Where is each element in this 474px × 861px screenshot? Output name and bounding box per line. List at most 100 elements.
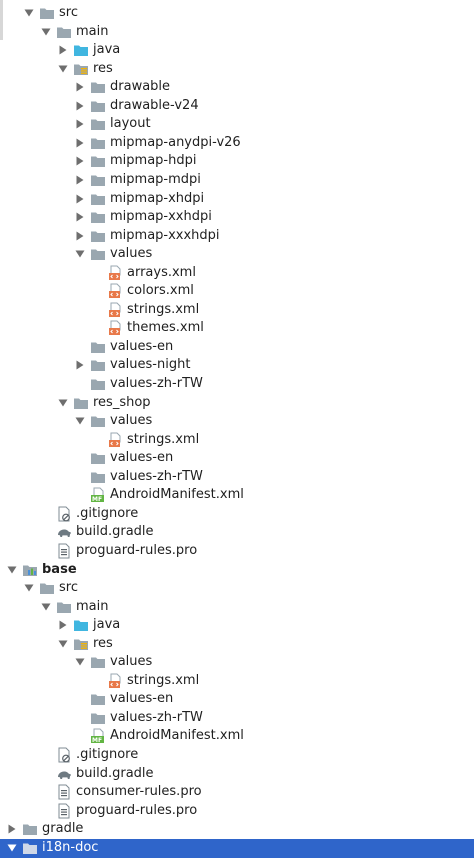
module-icon — [22, 562, 38, 578]
tree-row-gradle[interactable]: gradle — [0, 820, 474, 838]
tree-row-mipmap-anydpi-v26[interactable]: mipmap-anydpi-v26 — [0, 134, 474, 152]
tree-row-layout[interactable]: layout — [0, 115, 474, 133]
tree-row-values-night[interactable]: values-night — [0, 356, 474, 374]
tree-row-label: AndroidManifest.xml — [110, 487, 244, 503]
chevron-down-icon[interactable] — [74, 412, 86, 430]
chevron-right-icon[interactable] — [74, 115, 86, 133]
tree-row-label: values-zh-rTW — [110, 376, 203, 391]
chevron-down-icon[interactable] — [57, 635, 69, 653]
tree-row-colors-xml[interactable]: colors.xml — [0, 282, 474, 300]
chevron-right-icon[interactable] — [57, 616, 69, 634]
tree-row-drawable-v24[interactable]: drawable-v24 — [0, 97, 474, 115]
chevron-right-icon[interactable] — [74, 208, 86, 226]
chevron-down-icon[interactable] — [6, 839, 18, 857]
tree-row-gitignore[interactable]: .gitignore — [0, 746, 474, 764]
chevron-right-icon[interactable] — [57, 41, 69, 59]
chevron-right-icon[interactable] — [74, 97, 86, 115]
chevron-right-icon[interactable] — [74, 190, 86, 208]
tree-row-label: values-en — [110, 338, 174, 354]
chevron-down-icon[interactable] — [23, 579, 35, 597]
tree-row-src[interactable]: src — [0, 4, 474, 22]
folder-icon — [90, 469, 106, 485]
tree-row-consumer-rules-pro[interactable]: consumer-rules.pro — [0, 783, 474, 801]
tree-row-values-zh-rtw[interactable]: values-zh-rTW — [0, 468, 474, 486]
tree-row-java[interactable]: java — [0, 41, 474, 59]
tree-row-label: values-en — [110, 691, 174, 707]
chevron-down-icon[interactable] — [57, 60, 69, 78]
tree-row-mipmap-xxxhdpi[interactable]: mipmap-xxxhdpi — [0, 227, 474, 245]
tree-row-drawable[interactable]: drawable — [0, 78, 474, 96]
tree-row-mipmap-xxhdpi[interactable]: mipmap-xxhdpi — [0, 208, 474, 226]
tree-row-res[interactable]: res — [0, 635, 474, 653]
tree-row-values-en[interactable]: values-en — [0, 690, 474, 708]
tree-row-label: build.gradle — [76, 524, 154, 540]
tree-row-mipmap-xhdpi[interactable]: mipmap-xhdpi — [0, 190, 474, 208]
tree-row-label: src — [59, 5, 78, 20]
text-file-icon — [56, 803, 72, 819]
tree-row-mipmap-mdpi[interactable]: mipmap-mdpi — [0, 171, 474, 189]
chevron-down-icon[interactable] — [40, 23, 52, 41]
tree-row-label: res — [93, 635, 113, 651]
chevron-down-icon[interactable] — [40, 598, 52, 616]
chevron-down-icon[interactable] — [74, 245, 86, 263]
tree-row-label: res_shop — [93, 394, 151, 410]
tree-row-values[interactable]: values — [0, 653, 474, 671]
tree-row-label: values — [110, 246, 153, 262]
folder-icon — [90, 98, 106, 114]
tree-row-build-gradle[interactable]: build.gradle — [0, 765, 474, 783]
tree-row-build-gradle[interactable]: build.gradle — [0, 523, 474, 541]
tree-row-values-zh-rtw[interactable]: values-zh-rTW — [0, 375, 474, 393]
chevron-down-icon[interactable] — [23, 4, 35, 22]
gitignore-file-icon — [56, 506, 72, 522]
tree-row-i18n-doc[interactable]: i18n-doc — [0, 838, 474, 858]
chevron-down-icon[interactable] — [74, 653, 86, 671]
tree-row-main[interactable]: main — [0, 598, 474, 616]
tree-row-src[interactable]: src — [0, 579, 474, 597]
chevron-right-icon[interactable] — [74, 78, 86, 96]
tree-row-arrays-xml[interactable]: arrays.xml — [0, 264, 474, 282]
folder-res-icon — [73, 636, 89, 652]
text-file-icon — [56, 784, 72, 800]
folder-icon — [90, 691, 106, 707]
chevron-right-icon[interactable] — [74, 134, 86, 152]
tree-row-label: strings.xml — [127, 672, 200, 688]
tree-row-mipmap-hdpi[interactable]: mipmap-hdpi — [0, 152, 474, 170]
tree-row-java[interactable]: java — [0, 616, 474, 634]
tree-row-values[interactable]: values — [0, 412, 474, 430]
tree-row-values-zh-rtw[interactable]: values-zh-rTW — [0, 709, 474, 727]
tree-row-label: proguard-rules.pro — [76, 802, 198, 818]
folder-icon — [90, 413, 106, 429]
chevron-right-icon[interactable] — [74, 356, 86, 374]
tree-row-label: .gitignore — [76, 747, 139, 762]
chevron-right-icon[interactable] — [6, 820, 18, 838]
tree-row-res[interactable]: res — [0, 60, 474, 78]
tree-row-label: mipmap-xxhdpi — [110, 209, 212, 225]
tree-row-values[interactable]: values — [0, 245, 474, 263]
tree-row-proguard-rules-pro[interactable]: proguard-rules.pro — [0, 542, 474, 560]
tree-row-label: drawable-v24 — [110, 97, 199, 113]
tree-row-label: mipmap-anydpi-v26 — [110, 134, 241, 150]
tree-row-proguard-rules-pro[interactable]: proguard-rules.pro — [0, 802, 474, 820]
tree-row-strings-xml[interactable]: strings.xml — [0, 301, 474, 319]
tree-row-res-shop[interactable]: res_shop — [0, 394, 474, 412]
tree-row-values-en[interactable]: values-en — [0, 338, 474, 356]
xml-file-icon — [107, 432, 123, 448]
tree-row-gitignore[interactable]: .gitignore — [0, 505, 474, 523]
tree-row-main[interactable]: main — [0, 23, 474, 41]
chevron-right-icon[interactable] — [74, 152, 86, 170]
chevron-right-icon[interactable] — [74, 227, 86, 245]
tree-row-strings-xml[interactable]: strings.xml — [0, 672, 474, 690]
tree-row-strings-xml[interactable]: strings.xml — [0, 431, 474, 449]
tree-row-label: gradle — [42, 821, 84, 837]
chevron-right-icon[interactable] — [74, 171, 86, 189]
folder-icon — [73, 395, 89, 411]
chevron-down-icon[interactable] — [57, 394, 69, 412]
tree-row-themes-xml[interactable]: themes.xml — [0, 319, 474, 337]
tree-row-values-en[interactable]: values-en — [0, 449, 474, 467]
tree-row-base[interactable]: base — [0, 561, 474, 579]
chevron-down-icon[interactable] — [6, 561, 18, 579]
folder-blue-icon — [73, 617, 89, 633]
folder-icon — [56, 24, 72, 40]
